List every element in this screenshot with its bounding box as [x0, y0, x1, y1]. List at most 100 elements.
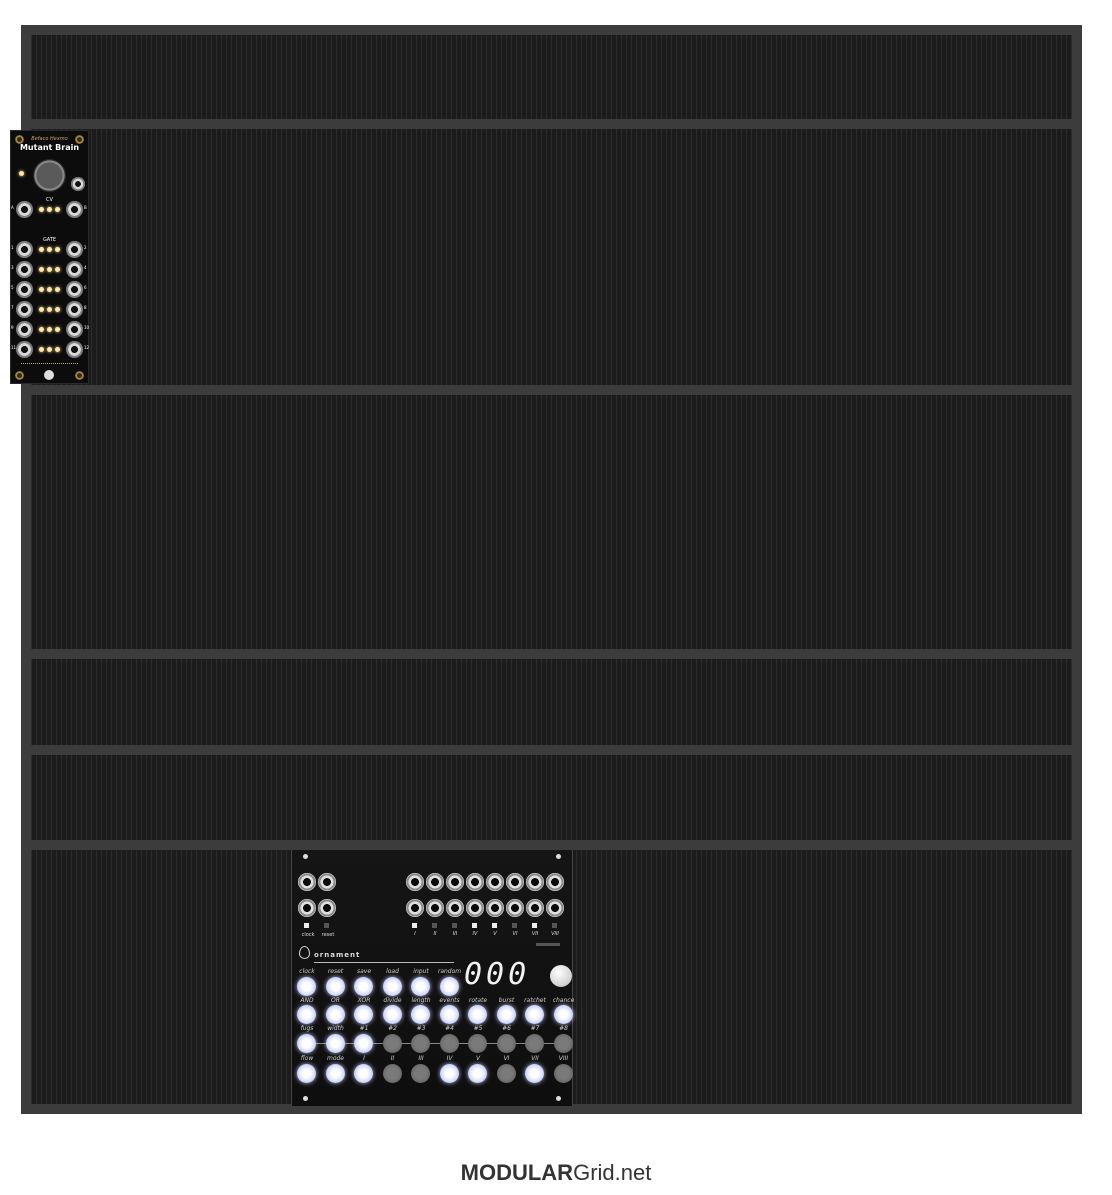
cv-gate-jack-right[interactable] [66, 281, 83, 298]
step-button[interactable] [553, 1005, 573, 1024]
step-button[interactable] [553, 1034, 573, 1053]
step-button[interactable] [411, 1064, 430, 1083]
cv-gate-jack-right[interactable] [66, 261, 83, 278]
jack-number-left: 1 [11, 245, 14, 250]
gate-out-jack[interactable] [546, 899, 564, 917]
step-button[interactable] [297, 1034, 316, 1053]
reset-in-jack[interactable] [318, 873, 336, 891]
step-button[interactable] [525, 1034, 544, 1053]
clock-in-jack[interactable] [298, 873, 316, 891]
jack-number-right: 4 [84, 265, 87, 270]
step-button[interactable] [496, 1005, 516, 1024]
led-indicator [47, 287, 52, 292]
step-button[interactable] [297, 977, 316, 996]
step-button[interactable] [354, 977, 373, 996]
step-button[interactable] [496, 1034, 516, 1053]
led-indicator [39, 267, 44, 272]
jack-number-right: 12 [84, 345, 90, 350]
step-button[interactable] [439, 1005, 459, 1024]
button-label: input [413, 968, 429, 975]
gate-out-jack[interactable] [506, 899, 524, 917]
trigger-out-jack[interactable] [426, 873, 444, 891]
cv-gate-jack-left[interactable] [16, 201, 33, 218]
step-button[interactable] [297, 1064, 316, 1083]
input-jack[interactable] [318, 899, 336, 917]
step-button[interactable] [382, 1005, 402, 1024]
cv-gate-jack-right[interactable] [66, 201, 83, 218]
gate-out-jack[interactable] [466, 899, 484, 917]
gate-out-jack[interactable] [526, 899, 544, 917]
button-label: #1 [359, 1025, 369, 1032]
button-label: III [418, 1055, 424, 1062]
button-label: AND [300, 997, 314, 1004]
step-button[interactable] [325, 977, 345, 996]
trigger-out-jack[interactable] [466, 873, 484, 891]
button-label: reset [327, 968, 344, 975]
step-button[interactable] [354, 1005, 373, 1024]
step-button[interactable] [411, 1005, 430, 1024]
gate-out-jack[interactable] [426, 899, 444, 917]
trigger-out-jack[interactable] [506, 873, 524, 891]
jack-number-left: 3 [11, 265, 14, 270]
brand-bold: MODULAR [460, 1160, 574, 1185]
brand-underline [314, 962, 454, 963]
trigger-out-jack[interactable] [406, 873, 424, 891]
midi-din-socket[interactable] [33, 159, 66, 192]
step-button[interactable] [382, 977, 402, 996]
step-button[interactable] [439, 1034, 459, 1053]
step-button[interactable] [468, 1034, 487, 1053]
logo-icon [299, 946, 310, 959]
trigger-out-jack[interactable] [526, 873, 544, 891]
step-button[interactable] [496, 1064, 516, 1083]
step-button[interactable] [439, 1064, 459, 1083]
step-button[interactable] [411, 1034, 430, 1053]
channel-label: II [433, 931, 437, 937]
step-button[interactable] [354, 1064, 373, 1083]
trigger-out-jack[interactable] [446, 873, 464, 891]
step-button[interactable] [468, 1005, 487, 1024]
step-button[interactable] [468, 1064, 487, 1083]
screw-hole-icon [556, 1096, 561, 1101]
cv-gate-jack-right[interactable] [66, 341, 83, 358]
trigger-out-jack[interactable] [486, 873, 504, 891]
encoder-knob[interactable] [550, 965, 572, 987]
channel-label: VIII [551, 931, 559, 937]
step-button[interactable] [553, 1064, 573, 1083]
cv-gate-jack-left[interactable] [16, 321, 33, 338]
cv-gate-jack-left[interactable] [16, 281, 33, 298]
step-button[interactable] [325, 1064, 345, 1083]
channel-led [552, 923, 557, 928]
usb-jack[interactable] [71, 177, 85, 191]
gate-out-jack[interactable] [486, 899, 504, 917]
step-button[interactable] [411, 977, 430, 996]
input-jack[interactable] [298, 899, 316, 917]
cv-gate-jack-left[interactable] [16, 301, 33, 318]
cv-gate-jack-left[interactable] [16, 341, 33, 358]
led-indicator [55, 307, 60, 312]
cv-gate-jack-left[interactable] [16, 241, 33, 258]
cv-gate-jack-left[interactable] [16, 261, 33, 278]
screw-icon [15, 135, 24, 144]
step-button[interactable] [382, 1034, 402, 1053]
channel-label: VII [531, 931, 539, 937]
gate-out-jack[interactable] [446, 899, 464, 917]
cv-gate-jack-right[interactable] [66, 241, 83, 258]
trigger-out-jack[interactable] [546, 873, 564, 891]
gate-label: GATE [42, 237, 57, 243]
step-button[interactable] [354, 1034, 373, 1053]
step-button[interactable] [525, 1005, 544, 1024]
step-button[interactable] [382, 1064, 402, 1083]
cv-gate-jack-right[interactable] [66, 301, 83, 318]
gate-out-jack[interactable] [406, 899, 424, 917]
step-button[interactable] [439, 977, 459, 996]
button-label: #7 [530, 1025, 540, 1032]
cv-gate-jack-right[interactable] [66, 321, 83, 338]
step-button[interactable] [325, 1005, 345, 1024]
step-button[interactable] [525, 1064, 544, 1083]
step-button[interactable] [297, 1005, 316, 1024]
status-led [324, 923, 329, 928]
step-button[interactable] [325, 1034, 345, 1053]
button-label: burst [498, 997, 515, 1004]
